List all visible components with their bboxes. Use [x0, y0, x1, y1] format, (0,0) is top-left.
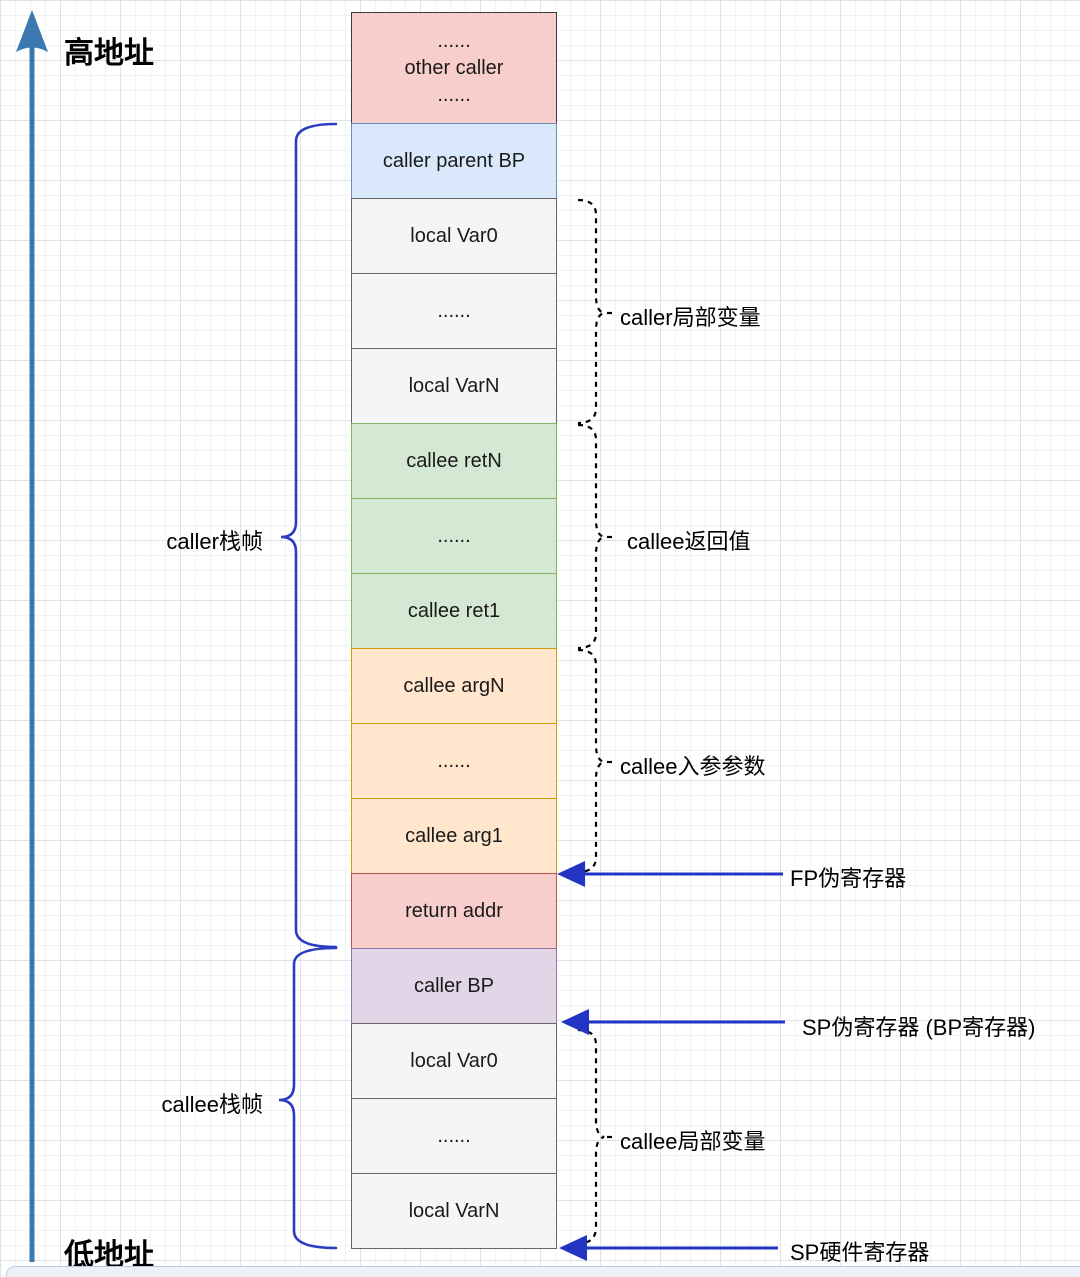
sp-pseudo-pointer-arrow-icon: [561, 1009, 785, 1035]
stack-row-callee-local-dots: ......: [351, 1098, 557, 1174]
address-axis-arrow-icon: [16, 10, 48, 1262]
callee-args-bracket-icon: [577, 648, 615, 874]
stack-row-label: local Var0: [410, 1049, 498, 1072]
caller-locals-annotation: caller局部变量: [620, 305, 761, 330]
stack-row-caller-local-varn: local VarN: [351, 348, 557, 424]
stack-row-callee-ret-dots: ......: [351, 498, 557, 574]
stack-row-label: callee retN: [406, 449, 502, 472]
stack-row-callee-local-varn: local VarN: [351, 1173, 557, 1249]
stack-row-caller-local-var0: local Var0: [351, 198, 557, 274]
fp-register-label: FP伪寄存器: [790, 866, 907, 891]
stack-row-caller-parent-bp: caller parent BP: [351, 123, 557, 199]
stack-row-label: ......: [437, 299, 471, 322]
stack-row-callee-argn: callee argN: [351, 648, 557, 724]
stack-row-callee-local-var0: local Var0: [351, 1023, 557, 1099]
stack-row-label: callee ret1: [407, 599, 501, 622]
callee-rets-annotation: callee返回值: [627, 529, 751, 554]
callee-locals-annotation: callee局部变量: [620, 1129, 766, 1154]
stack-row-label: caller BP: [413, 974, 495, 997]
stack-row-label: callee argN: [403, 674, 505, 697]
fp-pointer-arrow-icon: [557, 861, 783, 887]
sp-pseudo-register-label: SP伪寄存器 (BP寄存器): [802, 1015, 1036, 1040]
bottom-panel-edge: [6, 1266, 1080, 1277]
callee-frame-brace-icon: [278, 946, 338, 1250]
stack-row-label: other caller: [404, 56, 504, 79]
callee-locals-bracket-icon: [577, 1028, 615, 1245]
stack-row-callee-arg1: callee arg1: [351, 798, 557, 874]
stack-row-callee-arg-dots: ......: [351, 723, 557, 799]
high-address-label: 高地址: [64, 37, 154, 70]
sp-hw-pointer-arrow-icon: [559, 1235, 778, 1261]
stack-row-caller-bp: caller BP: [351, 948, 557, 1024]
stack-row-label: callee arg1: [405, 824, 503, 847]
stack-row-caller-local-dots: ......: [351, 273, 557, 349]
caller-frame-brace-icon: [280, 122, 338, 949]
stack-row-label: ......: [437, 749, 471, 772]
stack-row-label: ......: [437, 524, 471, 547]
caller-locals-bracket-icon: [577, 198, 615, 425]
callee-frame-label: callee栈帧: [161, 1092, 263, 1117]
caller-frame-label: caller栈帧: [166, 529, 263, 554]
stack-row-label: local Var0: [410, 224, 498, 247]
stack-row-label: local VarN: [408, 1199, 500, 1222]
stack-row-callee-ret1: callee ret1: [351, 573, 557, 649]
stack-row-other-caller: ...... other caller......: [351, 12, 557, 124]
stack-row-callee-retn: callee retN: [351, 423, 557, 499]
callee-rets-bracket-icon: [577, 423, 615, 650]
callee-args-annotation: callee入参参数: [620, 754, 766, 779]
stack-row-label: return addr: [405, 899, 503, 922]
sp-hw-register-label: SP硬件寄存器: [790, 1240, 930, 1265]
stack-row-label: ......: [437, 29, 471, 52]
stack-row-return-addr: return addr: [351, 873, 557, 949]
stack-row-label: local VarN: [408, 374, 500, 397]
stack-row-label: caller parent BP: [382, 149, 526, 172]
stack-row-label: ......: [437, 1124, 471, 1147]
stack-row-label: ......: [437, 83, 471, 106]
